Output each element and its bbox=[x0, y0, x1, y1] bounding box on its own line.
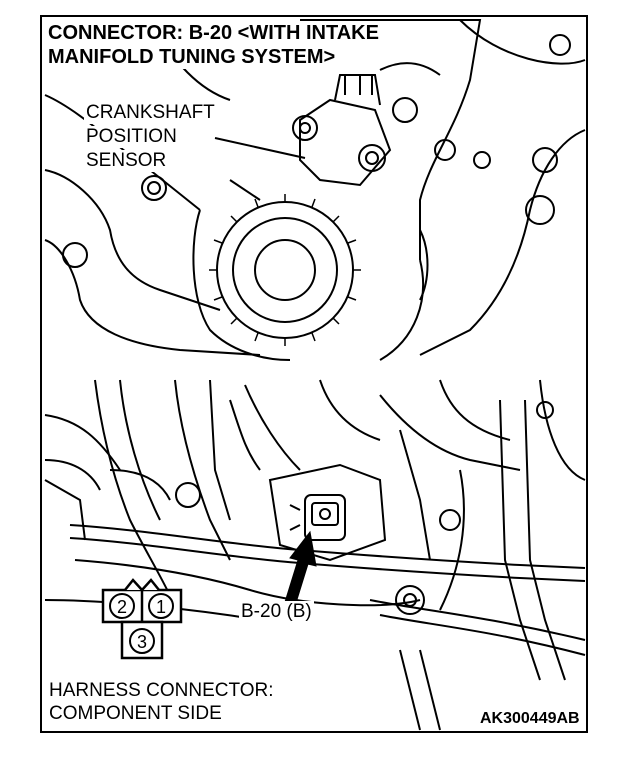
harness-label-line-1: HARNESS CONNECTOR: bbox=[47, 680, 276, 702]
sensor-label-line-3: SENSOR bbox=[84, 150, 169, 172]
crankshaft-sensor bbox=[299, 98, 392, 187]
pin-diagram: 2 1 3 bbox=[101, 578, 183, 660]
wire-harness bbox=[69, 524, 586, 569]
title-line-1: CONNECTOR: B-20 <WITH INTAKE bbox=[46, 21, 381, 45]
sprocket-teeth bbox=[209, 194, 361, 346]
b20-connector-body bbox=[304, 494, 346, 541]
connector-callout-label: B-20 (B) bbox=[239, 601, 314, 623]
figure-code: AK300449AB bbox=[478, 710, 582, 728]
sensor-leader-line bbox=[214, 137, 306, 159]
sensor-label-line-2: POSITION bbox=[84, 126, 179, 148]
pin-1-label: 1 bbox=[156, 597, 166, 617]
crankshaft-sprocket bbox=[216, 201, 354, 339]
title-line-2: MANIFOLD TUNING SYSTEM> bbox=[46, 45, 338, 69]
harness-label-line-2: COMPONENT SIDE bbox=[47, 703, 224, 725]
pin-2-label: 2 bbox=[117, 597, 127, 617]
connector-arrow bbox=[284, 530, 317, 607]
pin-3-label: 3 bbox=[137, 632, 147, 652]
sensor-label-line-1: CRANKSHAFT bbox=[84, 102, 217, 124]
